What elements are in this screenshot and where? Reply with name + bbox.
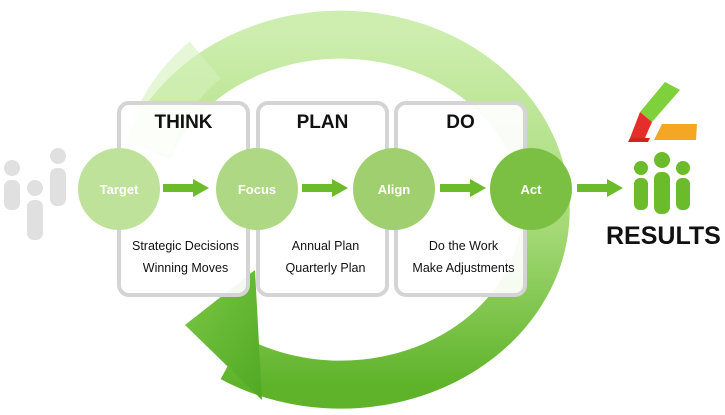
phase-desc-do-1: Do the Work: [428, 239, 499, 253]
phase-desc-do-2: Make Adjustments: [412, 261, 515, 275]
phase-desc-plan-1: Annual Plan: [291, 239, 360, 253]
people-group-icon: [4, 148, 66, 240]
step-circle-focus: Focus: [216, 148, 298, 230]
phase-title-do: DO: [446, 112, 475, 133]
arrow-align-to-act-icon: [440, 179, 486, 197]
phase-title-think: THINK: [154, 112, 213, 133]
results-label: RESULTS: [606, 222, 721, 250]
phase-desc-think-2: Winning Moves: [142, 261, 229, 275]
phase-title-plan: PLAN: [296, 112, 349, 133]
arrow-focus-to-align-icon: [302, 179, 348, 197]
step-label-focus: Focus: [237, 181, 277, 197]
phase-desc-think-1: Strategic Decisions: [132, 239, 239, 253]
arrow-target-to-focus-icon: [163, 179, 209, 197]
step-label-target: Target: [99, 181, 139, 197]
step-circle-align: Align: [353, 148, 435, 230]
step-label-act: Act: [520, 181, 542, 197]
results-people-icon: [634, 152, 690, 214]
cycle-arrowhead: [185, 270, 262, 400]
triangle-logo-icon: [628, 82, 697, 142]
step-label-align: Align: [377, 181, 411, 197]
step-circle-target: Target: [78, 148, 160, 230]
step-circle-act: Act: [490, 148, 572, 230]
phase-desc-plan-2: Quarterly Plan: [285, 261, 366, 275]
arrow-act-to-results-icon: [577, 179, 623, 197]
